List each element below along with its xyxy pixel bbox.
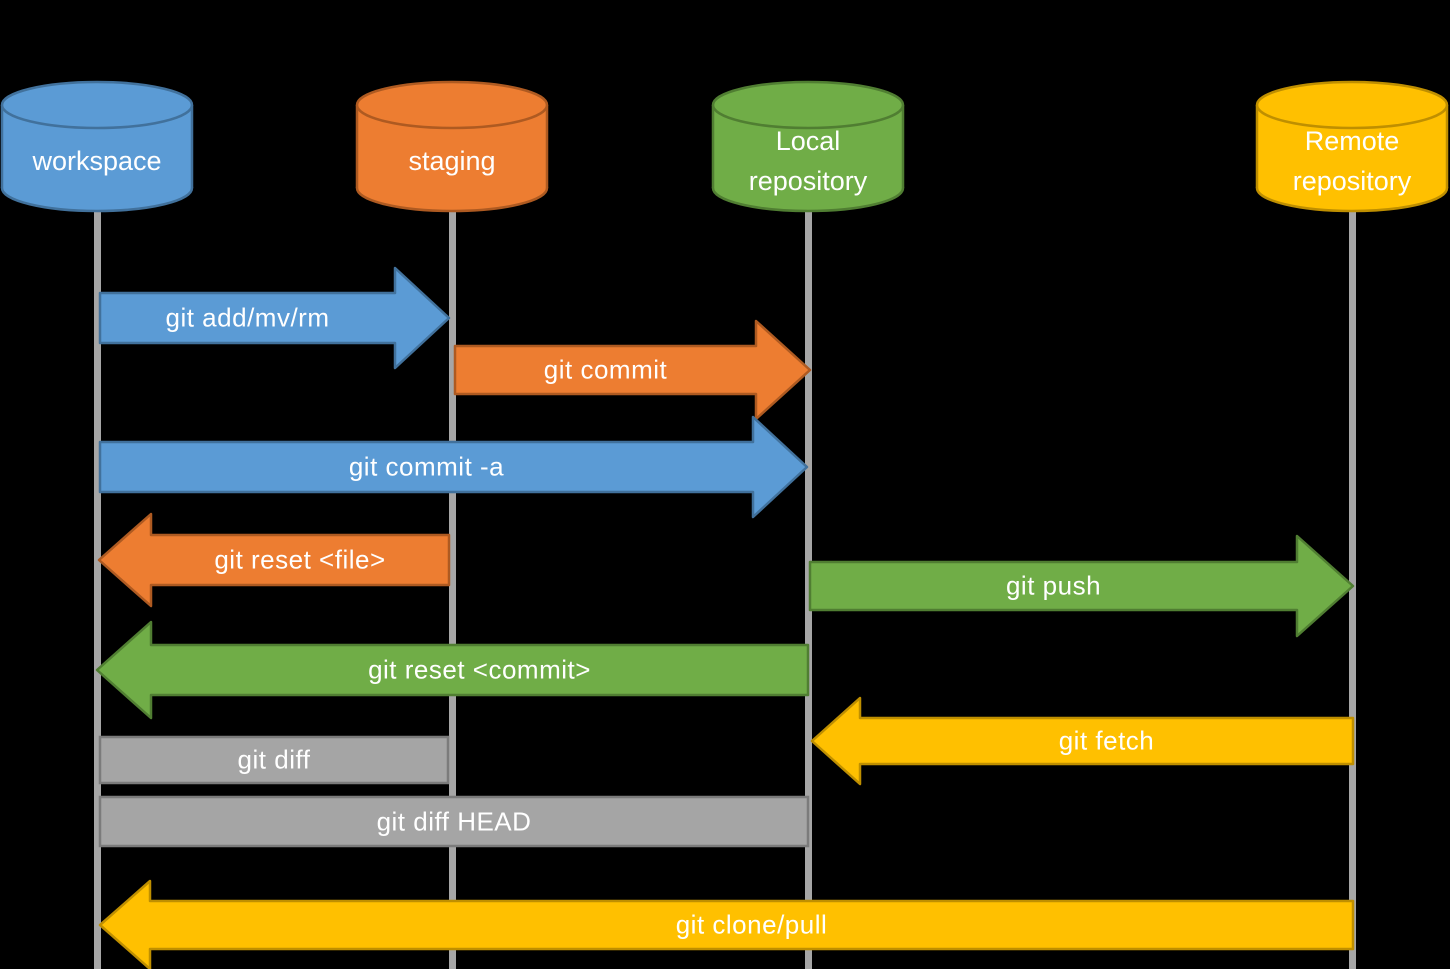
- workspace-label-line: workspace: [32, 145, 162, 176]
- lifeline-remote-repository: [1348, 210, 1356, 969]
- git-add-arrow: [98, 266, 451, 370]
- git-push-arrow: [808, 534, 1355, 638]
- node-remote-repository: Remote repository: [1254, 80, 1450, 213]
- local-repository-label: Local repository: [710, 80, 906, 213]
- git-reset-commit-label: git reset <commit>: [368, 654, 591, 685]
- git-add-label: git add/mv/rm: [165, 302, 330, 333]
- lifeline-local-repository: [804, 210, 812, 969]
- node-workspace: workspace: [0, 80, 195, 213]
- git-push-label: git push: [1005, 570, 1102, 601]
- git-commit-a-arrow: [98, 415, 809, 519]
- local-repository-cylinder-icon: [711, 80, 905, 213]
- git-clone-pull-arrow: [98, 879, 1355, 969]
- git-diff-label: git diff: [237, 744, 311, 775]
- remote-repository-cylinder-icon: [1255, 80, 1449, 213]
- git-diff-head-bar: [98, 795, 810, 848]
- git-diff-bar: [98, 735, 450, 785]
- lifeline-workspace: [93, 210, 101, 969]
- git-reset-file-label: git reset <file>: [214, 544, 386, 575]
- git-fetch-arrow: [810, 696, 1355, 786]
- staging-label: staging: [354, 80, 550, 213]
- git-commit-arrow: [453, 319, 812, 421]
- git-clone-pull-label: git clone/pull: [675, 909, 828, 940]
- git-reset-commit-arrow: [95, 620, 810, 720]
- remote-repository-label-line: repository: [1292, 165, 1412, 196]
- git-reset-file-arrow: [97, 512, 451, 608]
- local-repository-label-line: repository: [748, 165, 868, 196]
- node-staging: staging: [354, 80, 550, 213]
- staging-label-line: staging: [408, 145, 496, 176]
- git-diff-head-label: git diff HEAD: [376, 806, 532, 836]
- git-commit-a-label: git commit -a: [348, 451, 505, 482]
- node-local-repository: Local repository: [710, 80, 906, 213]
- workspace-cylinder-icon: [0, 80, 194, 213]
- workspace-label: workspace: [0, 80, 195, 213]
- local-repository-label-line: Local: [775, 125, 841, 156]
- remote-repository-label: Remote repository: [1254, 80, 1450, 213]
- remote-repository-label-line: Remote: [1304, 125, 1400, 156]
- staging-cylinder-icon: [355, 80, 549, 213]
- lifeline-staging: [448, 210, 456, 969]
- git-fetch-label: git fetch: [1058, 725, 1155, 756]
- git-commit-label: git commit: [543, 354, 668, 385]
